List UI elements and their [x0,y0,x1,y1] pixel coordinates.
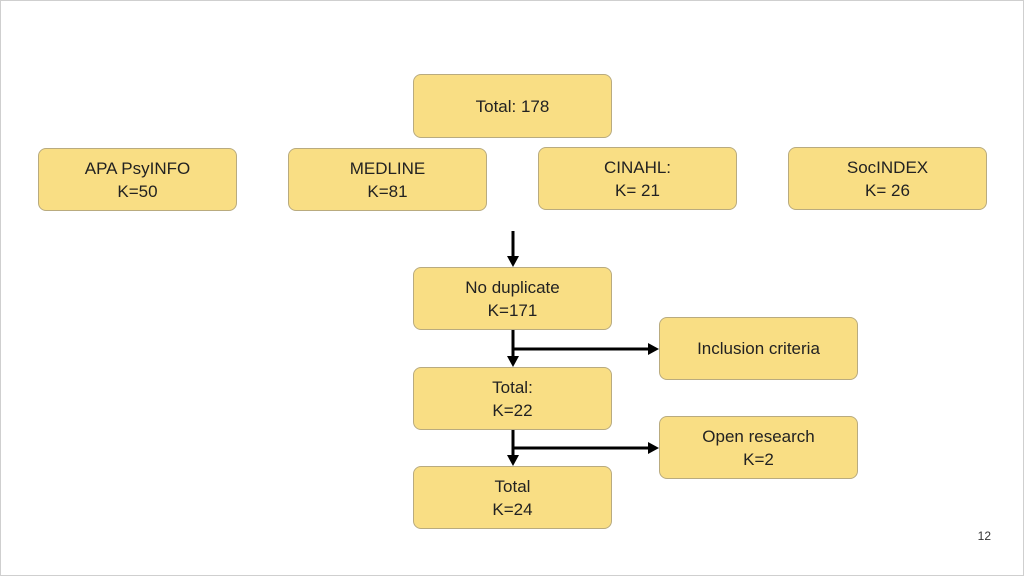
database-name: MEDLINE [349,158,426,178]
total-178-label: Total: 178 [475,96,550,116]
arrow-right-to-inclusion-criteria [513,343,659,355]
total-after-inclusion-count: K=22 [492,400,533,420]
open-research-count: K=2 [743,449,774,469]
database-count: K= 26 [865,180,910,200]
open-research-label: Open research [702,426,815,446]
database-name: CINAHL: [603,157,672,177]
arrow-down-to-total-24 [507,430,519,466]
arrow-down-to-total-22 [507,330,519,367]
database-name: APA PsyINFO [84,158,191,178]
database-count: K=50 [117,181,158,201]
open-research-box: Open research K=2 [659,416,858,479]
page-number: 12 [977,529,991,543]
total-final-label: Total [494,476,531,496]
no-duplicate-label: No duplicate [465,277,560,297]
database-medline-box: MEDLINE K=81 [288,148,487,211]
no-duplicate-count: K=171 [487,300,538,320]
database-count: K=81 [367,181,408,201]
database-name: SocINDEX [846,157,929,177]
total-after-inclusion-box: Total: K=22 [413,367,612,430]
total-178-box: Total: 178 [413,74,612,138]
arrow-down-to-no-duplicate [507,231,519,267]
database-count: K= 21 [615,180,660,200]
database-cinahl-box: CINAHL: K= 21 [538,147,737,210]
arrow-right-to-open-research [513,442,659,454]
database-apa-psycinfo-box: APA PsyINFO K=50 [38,148,237,211]
total-final-count: K=24 [492,499,533,519]
inclusion-criteria-label: Inclusion criteria [697,339,820,358]
total-after-inclusion-label: Total: [492,377,533,397]
total-final-box: Total K=24 [413,466,612,529]
database-socindex-box: SocINDEX K= 26 [788,147,987,210]
no-duplicate-box: No duplicate K=171 [413,267,612,330]
inclusion-criteria-box: Inclusion criteria [659,317,858,380]
